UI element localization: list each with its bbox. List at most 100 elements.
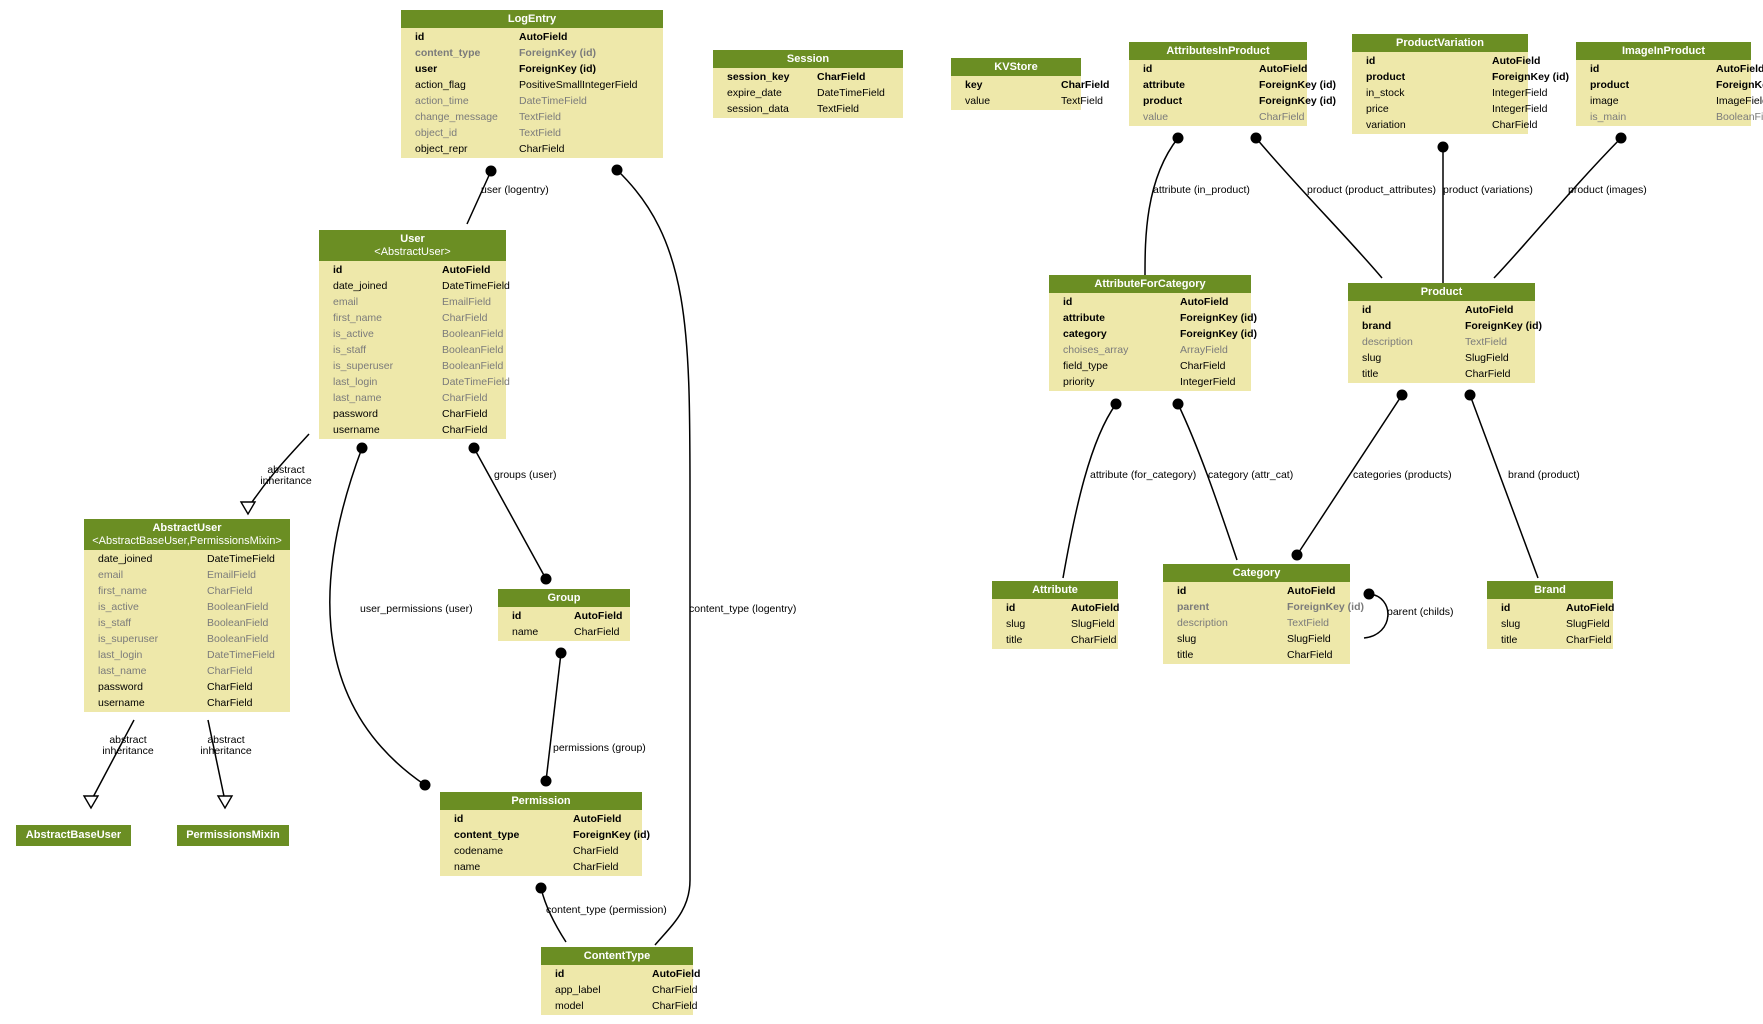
field-type: IntegerField [1492, 87, 1548, 99]
relation-label: categories (products) [1353, 469, 1452, 481]
field-name: title [1501, 634, 1518, 646]
field-name: action_flag [415, 79, 466, 91]
field-type: CharField [573, 845, 619, 857]
field-name: model [555, 1000, 584, 1012]
field-type: CharField [817, 71, 866, 83]
field-type: EmailField [207, 569, 257, 581]
model-permissionsmixin[interactable]: PermissionsMixin [177, 825, 289, 846]
field-type: SlugField [1465, 352, 1509, 364]
field-name: category [1063, 328, 1107, 340]
field-type: TextField [1061, 95, 1104, 107]
field-row: id AutoField [401, 29, 663, 45]
field-name: value [965, 95, 991, 107]
field-type: EmailField [442, 296, 492, 308]
field-name: is_superuser [98, 633, 159, 645]
model-header: AttributesInProduct [1129, 42, 1307, 60]
field-row: object_id TextField [401, 125, 663, 141]
field-type: ForeignKey (id) [1180, 312, 1258, 324]
relation-line [1062, 403, 1117, 579]
model-abstractbaseuser[interactable]: AbstractBaseUser [16, 825, 131, 846]
relation-endpoint-dot [535, 882, 547, 894]
field-row: value TextField [951, 93, 1103, 109]
model-name: PermissionsMixin [186, 829, 280, 841]
model-header: Attribute [992, 581, 1118, 599]
relation-endpoint-dot [1172, 132, 1184, 144]
relation-attribute-for-category [1062, 398, 1122, 579]
relation-categories-products [1291, 389, 1408, 561]
model-name: Group [547, 592, 581, 604]
model-header: Brand [1487, 581, 1613, 599]
relation-contenttype-permission [535, 882, 567, 943]
field-name: product [1143, 95, 1183, 107]
relation-label: product (product_attributes) [1307, 184, 1436, 196]
relation-parent-childs [1363, 588, 1389, 639]
field-type: AutoField [1492, 55, 1541, 67]
model-name: AbstractBaseUser [25, 829, 122, 841]
field-name: slug [1006, 618, 1026, 630]
field-type: BooleanField [207, 601, 269, 613]
field-name: id [1063, 296, 1073, 308]
relation-endpoint-dot [555, 647, 567, 659]
model-header: KVStore [951, 58, 1081, 76]
field-name: last_name [333, 392, 382, 404]
relation-endpoint-dot [1172, 398, 1184, 410]
model-header: AttributeForCategory [1049, 275, 1251, 293]
field-type: TextField [519, 111, 562, 123]
field-name: id [415, 31, 425, 43]
field-name: content_type [454, 829, 520, 841]
field-type: CharField [442, 312, 488, 324]
field-name: email [333, 296, 359, 308]
field-name: in_stock [1366, 87, 1405, 99]
field-type: DateTimeField [442, 280, 510, 292]
field-type: CharField [207, 585, 253, 597]
relation-endpoint-dot [1437, 141, 1449, 153]
field-type: CharField [1287, 649, 1333, 661]
model-header: Group [498, 589, 630, 607]
field-name: is_main [1590, 111, 1627, 123]
model-abstractuser[interactable]: AbstractUser<AbstractBaseUser,Permission… [84, 519, 290, 712]
field-name: field_type [1063, 360, 1108, 372]
field-type: TextField [519, 127, 562, 139]
model-name: User [400, 233, 425, 245]
field-name: object_id [415, 127, 458, 139]
field-type: ForeignKey (id) [519, 63, 597, 75]
field-type: ForeignKey (id) [573, 829, 651, 841]
field-name: id [333, 264, 343, 276]
field-type: AutoField [519, 31, 568, 43]
field-type: TextField [817, 103, 860, 115]
field-type: BooleanField [1716, 111, 1763, 123]
field-name: id [1143, 63, 1153, 75]
relation-label: parent (childs) [1387, 606, 1454, 618]
